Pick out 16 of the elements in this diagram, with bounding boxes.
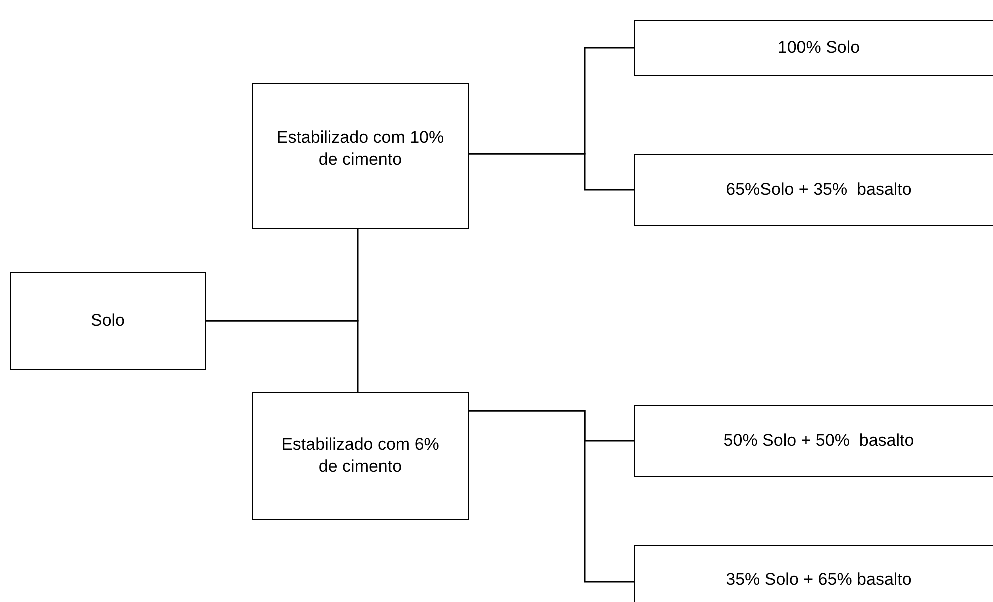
box-label: 65%Solo + 35% basalto (726, 179, 912, 201)
connector-line (469, 153, 634, 191)
process-box (252, 83, 469, 229)
box-label: Estabilizado com 6% de cimento (280, 434, 440, 478)
box-label: 50% Solo + 50% basalto (724, 430, 914, 452)
connector-line (206, 320, 359, 392)
process-box (634, 405, 993, 477)
box-label: Solo (90, 310, 126, 332)
process-box (634, 20, 993, 76)
box-label: 35% Solo + 65% basalto (726, 569, 912, 591)
process-box (634, 154, 993, 226)
process-box (10, 272, 206, 370)
process-box (252, 392, 469, 520)
box-label: Estabilizado com 10% de cimento (276, 127, 446, 171)
box-label: 100% Solo (778, 37, 860, 59)
connector-line (469, 410, 634, 583)
